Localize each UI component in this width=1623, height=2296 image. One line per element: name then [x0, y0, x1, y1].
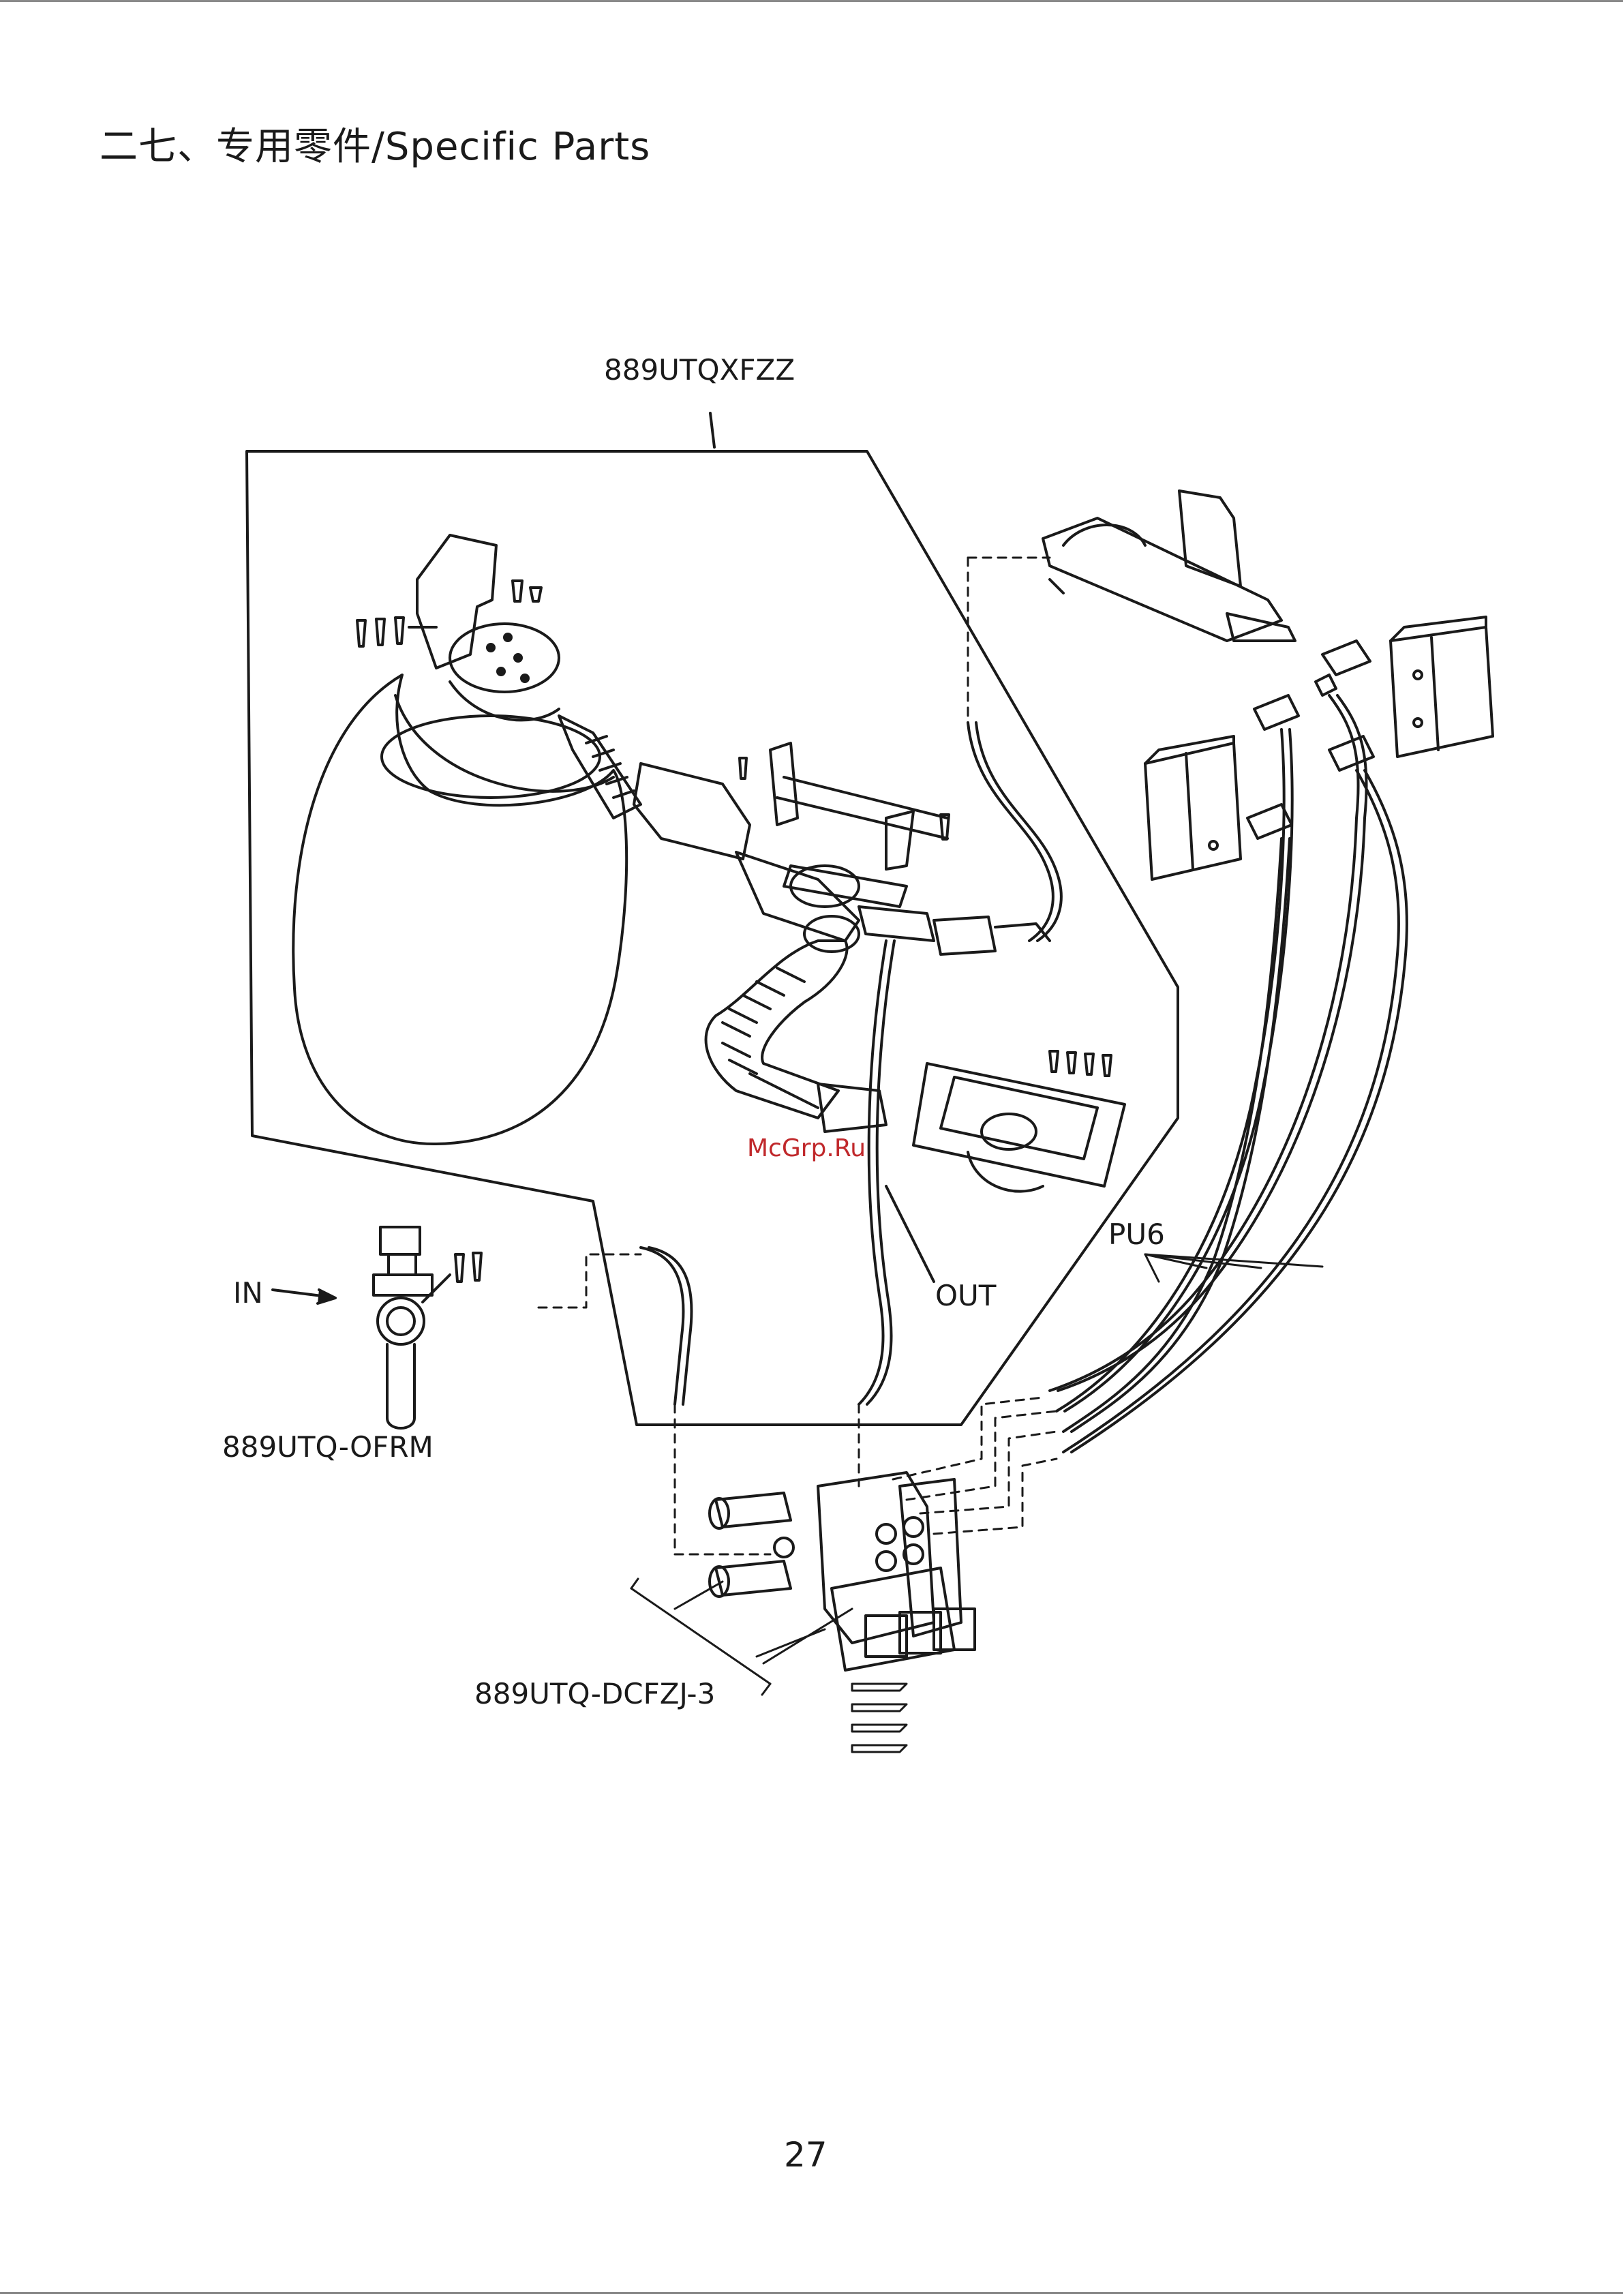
top-cylinder: [1043, 491, 1295, 641]
left-cylinder: [1145, 736, 1241, 879]
dashed-connectors: [539, 558, 1057, 1554]
pu6-tubes: [1050, 695, 1407, 1452]
label-outlet: OUT: [935, 1279, 996, 1312]
valve-screws: [852, 1684, 907, 1752]
label-inlet: IN: [233, 1276, 263, 1310]
valve-assembly: [710, 1472, 975, 1670]
outlet-plate: [913, 1051, 1125, 1192]
bag-hose: [559, 716, 641, 818]
label-filter-regulator: 889UTQ-OFRM: [222, 1430, 434, 1464]
bag-mount-bracket: [417, 535, 559, 720]
outlet-leader: [886, 1186, 934, 1282]
inlet-arrow: [273, 1290, 335, 1303]
label-assembly-main: 889UTQXFZZ: [604, 353, 795, 387]
watermark: McGrp.Ru: [747, 1134, 866, 1162]
page-number: 27: [784, 2135, 828, 2175]
bracket-screws: [357, 581, 541, 646]
collection-bag: [293, 675, 626, 1144]
outlet-hose: [706, 941, 886, 1132]
assembly-leader: [710, 413, 714, 447]
label-tubing: PU6: [1108, 1218, 1165, 1251]
filter-regulator: [374, 1227, 481, 1428]
right-cylinder: [1391, 617, 1493, 757]
assembly-tubes: [641, 723, 1061, 1404]
elbow-fittings: [1247, 641, 1374, 839]
pu6-leaders: [1145, 1254, 1322, 1282]
nozzle-bracket: [740, 743, 949, 869]
assembly-boundary: [247, 451, 1178, 1425]
label-valve-assembly: 889UTQ-DCFZJ-3: [474, 1677, 715, 1710]
